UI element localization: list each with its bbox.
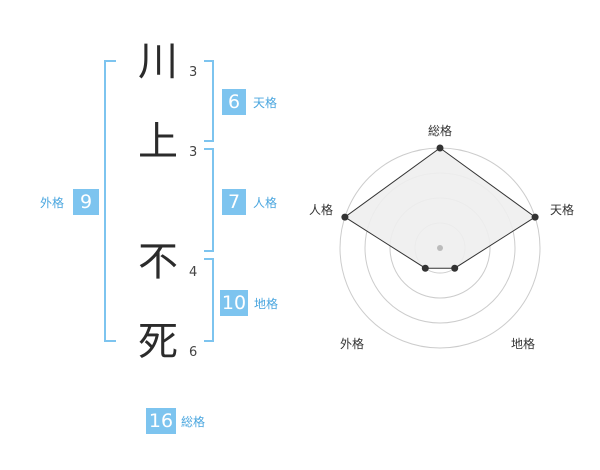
tenkaku-label: 天格	[253, 96, 278, 110]
jinkaku-bracket	[204, 148, 214, 252]
radar-point-3	[451, 264, 459, 272]
char-1: 川	[138, 39, 178, 85]
gaikaku-bracket	[104, 60, 116, 342]
soukaku-label: 総格	[181, 415, 206, 429]
radar-axis-label-jinkaku: 人格	[309, 203, 334, 217]
char-3: 不	[138, 239, 178, 285]
gaikaku-label: 外格	[40, 196, 65, 210]
radar-axis-label-soukaku: 総格	[428, 124, 453, 138]
radar-axis-label-gaikaku: 外格	[340, 337, 365, 351]
chikaku-bracket	[204, 258, 214, 342]
chikaku-label: 地格	[254, 297, 279, 311]
gaikaku-value: 9	[73, 189, 99, 215]
radar-axis-label-chikaku: 地格	[511, 337, 536, 351]
char-4: 死	[138, 319, 178, 365]
radar-point-1	[436, 144, 444, 152]
radar-point-2	[531, 213, 539, 221]
radar-point-4	[421, 264, 429, 272]
radar-center-dot	[437, 245, 443, 251]
chikaku-value: 10	[220, 290, 248, 316]
char-2-strokes: 3	[189, 145, 198, 160]
char-2: 上	[138, 119, 178, 165]
radar-axis-label-tenkaku: 天格	[550, 203, 575, 217]
char-4-strokes: 6	[189, 345, 198, 360]
jinkaku-value: 7	[222, 189, 246, 215]
tenkaku-bracket	[204, 60, 214, 142]
radar-value-area	[344, 147, 536, 269]
jinkaku-label: 人格	[253, 196, 278, 210]
radar-point-5	[341, 213, 349, 221]
soukaku-value: 16	[146, 408, 176, 434]
tenkaku-value: 6	[222, 89, 246, 115]
char-1-strokes: 3	[189, 65, 198, 80]
char-3-strokes: 4	[189, 265, 198, 280]
